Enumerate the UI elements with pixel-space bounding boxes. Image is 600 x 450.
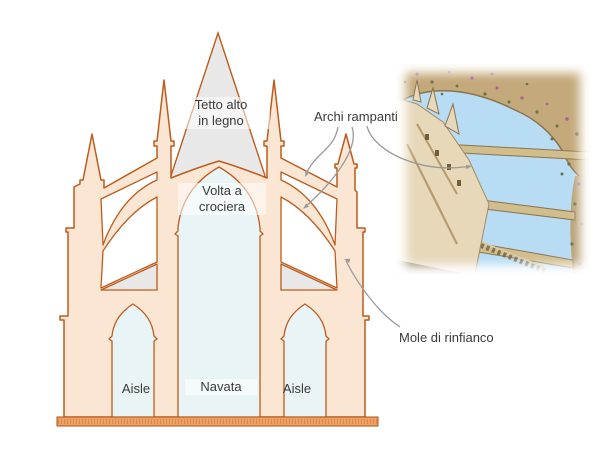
vault-label: Volta a crociera (178, 183, 266, 215)
photo-cathedral-wall (397, 97, 490, 274)
photo-canvas (397, 64, 589, 274)
roof-label: Tetto alto in legno (172, 97, 270, 129)
photo-stone-speckles (403, 70, 584, 266)
photo-right-pier (570, 176, 589, 274)
opening-lower-right (280, 196, 338, 289)
aisle-roofs (100, 263, 338, 291)
arrow-to-buttress-mass (345, 260, 401, 328)
aisle-opening-right (280, 303, 330, 418)
flying-buttresses-label: Archi rampanti (314, 109, 398, 124)
arrow-to-upper-buttress (305, 126, 339, 175)
photo-lower-wall (397, 260, 467, 274)
aisle-right-label: Aisle (282, 381, 312, 396)
flying-buttress-photo (397, 64, 589, 274)
flying-buttress-openings (100, 171, 338, 289)
opening-upper-right (280, 171, 338, 246)
photo-top-arch (397, 64, 589, 182)
annotation-arrows (303, 125, 471, 328)
buttress-mass-label: Mole di rinfianco (399, 330, 494, 345)
roof-label-line1: Tetto alto (194, 97, 248, 112)
aisle-roof-right (280, 263, 338, 291)
roof-label-line2: in legno (198, 112, 244, 128)
arrow-to-photo-buttress (366, 125, 471, 169)
photo-wall-pinnacles (412, 79, 460, 135)
aisle-roof-left (100, 263, 158, 291)
arrow-to-lower-buttress (303, 126, 354, 209)
nave-label: Navata (185, 379, 257, 395)
aisle-left-label: Aisle (121, 381, 151, 396)
photo-wall-shading (406, 123, 458, 245)
opening-upper-left (100, 171, 158, 246)
interior-openings (108, 166, 330, 418)
arrowheads (303, 164, 472, 263)
vault-label-line2: crociera (198, 198, 246, 214)
aisle-opening-left (108, 303, 158, 418)
opening-lower-left (100, 196, 158, 289)
nave-opening (174, 166, 264, 418)
photo-wall-openings (425, 134, 461, 186)
vault-label-line1: Volta a (202, 183, 242, 198)
